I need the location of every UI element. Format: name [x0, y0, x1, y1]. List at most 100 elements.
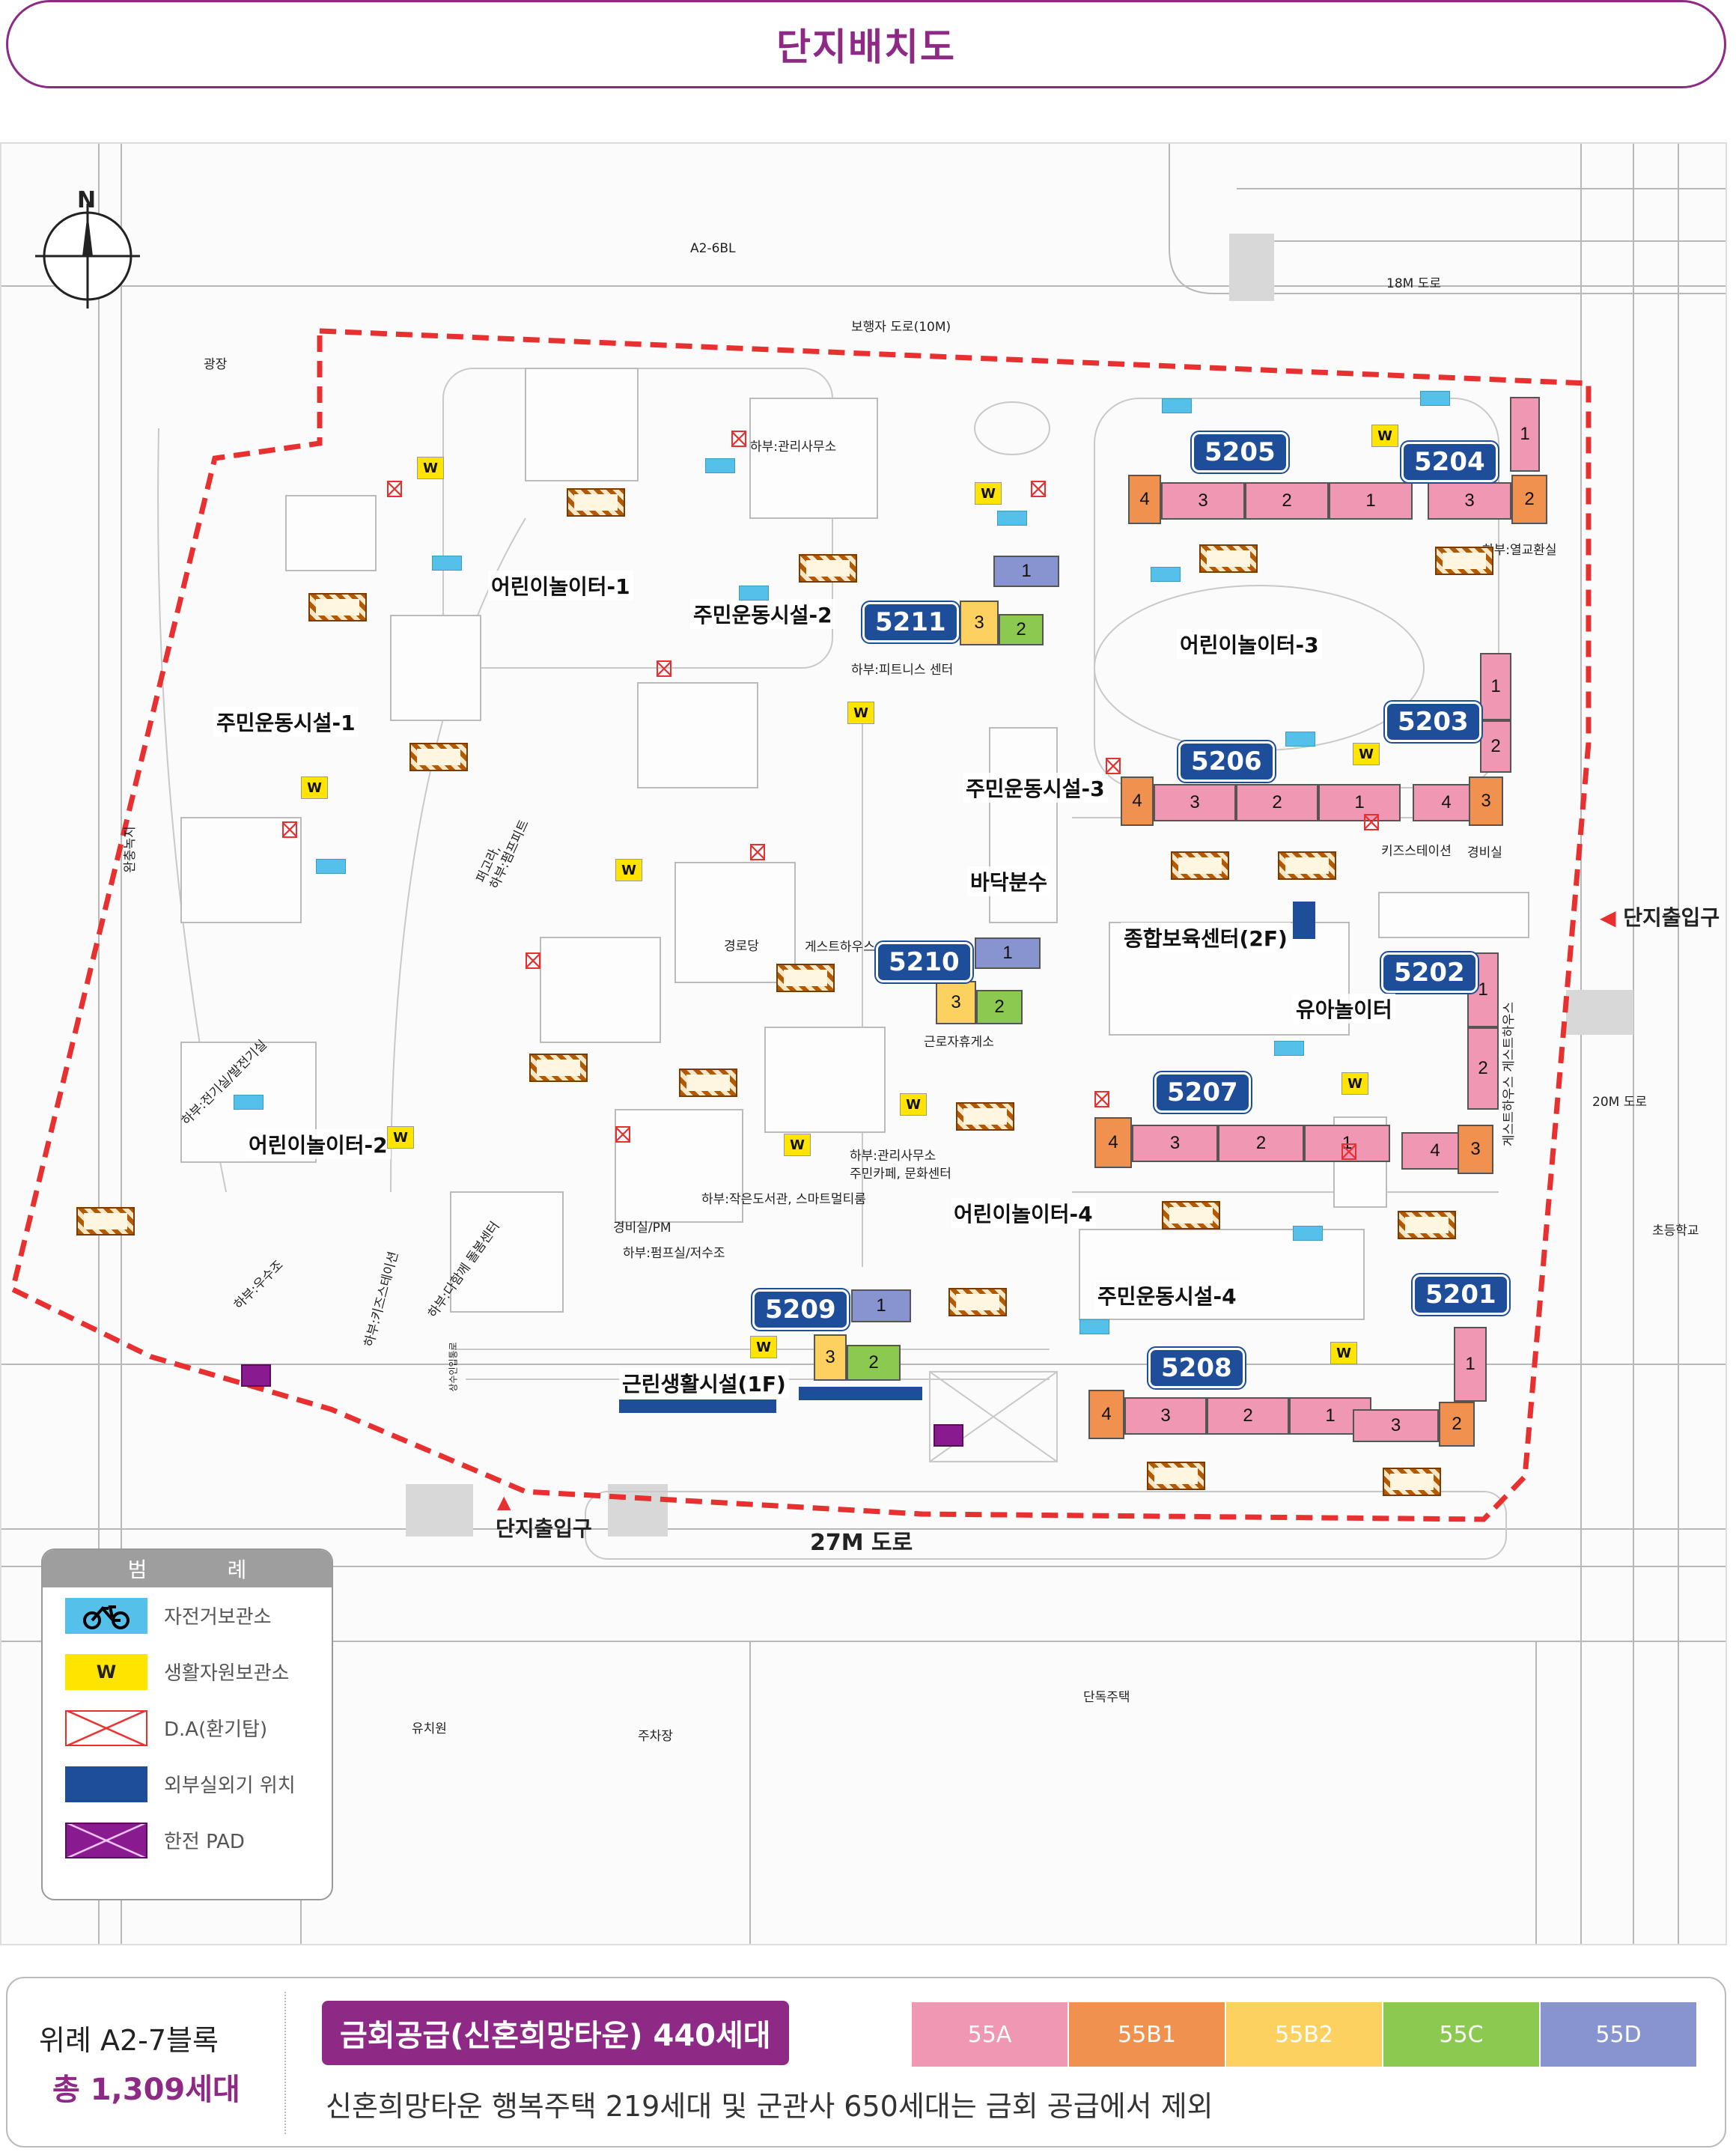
unit-5206-3: 3: [1154, 784, 1236, 821]
label-library: 하부:작은도서관, 스마트멀티룸: [701, 1192, 866, 1207]
legend-title-left: 범: [127, 1557, 147, 1582]
sign-board-icon: [776, 964, 835, 992]
legend-item: 한전 PAD: [43, 1812, 332, 1868]
legend-title-right: 례: [227, 1557, 247, 1582]
unit-5208-2b: 2: [1439, 1402, 1475, 1447]
bicycle-storage-icon: [316, 859, 346, 874]
recycle-storage-icon: W: [1353, 743, 1380, 765]
sign-board-icon: [1398, 1211, 1456, 1239]
label-toddler-playground: 유아놀이터: [1293, 994, 1395, 1024]
bicycle-storage-icon: [1285, 732, 1315, 747]
road-label-kindergarten: 유치원: [412, 1721, 447, 1736]
total-households: 총 1,309세대: [52, 2073, 240, 2107]
building-5202-tag[interactable]: 5202: [1381, 952, 1478, 993]
sign-board-icon: [799, 554, 857, 583]
page-title: 단지배치도: [776, 25, 956, 69]
sign-board-icon: [1435, 547, 1493, 575]
unit-5207-3: 3: [1132, 1125, 1218, 1162]
site-boundary: [9, 328, 1592, 1522]
road-label-parking: 주차장: [638, 1729, 673, 1744]
ventilation-tower-icon: [750, 844, 765, 860]
ventilation-tower-icon: [282, 821, 297, 838]
label-playground-4: 어린이놀이터-4: [951, 1198, 1096, 1228]
label-daycare: 종합보육센터(2F): [1121, 923, 1291, 952]
ventilation-tower-icon: [526, 952, 540, 969]
summary-footer: 위례 A2-7블록 총 1,309세대 금회공급(신혼희망타운) 440세대 5…: [6, 1977, 1726, 2148]
bicycle-storage-icon: [1293, 1226, 1323, 1241]
compass-rose: [35, 204, 140, 308]
entrance-east-arrow-icon: ◀: [1600, 905, 1624, 930]
unit-5211-1: 1: [993, 556, 1059, 587]
kepco-pad-icon: [65, 1822, 147, 1858]
entrance-south: 단지출입구: [496, 1516, 592, 1541]
building-5209-tag[interactable]: 5209: [752, 1289, 849, 1330]
ventilation-tower-icon: [657, 660, 671, 677]
kepco-pad-icon: [934, 1424, 963, 1447]
ventilation-tower-icon: [1106, 758, 1121, 774]
unit-5208-4: 4: [1088, 1390, 1124, 1439]
unit-5204-3: 3: [1428, 482, 1511, 520]
unit-5211-2: 2: [999, 614, 1044, 645]
sign-board-icon: [948, 1288, 1007, 1316]
bicycle-storage-icon: [1420, 391, 1450, 406]
sign-board-icon: [1199, 544, 1258, 573]
unit-5207-4: 4: [1094, 1117, 1132, 1168]
ventilation-tower-icon: [1094, 1091, 1109, 1107]
bicycle-storage-icon: [739, 586, 769, 601]
label-fitness-2: 주민운동시설-2: [690, 599, 835, 629]
unit-5210-2: 2: [976, 990, 1023, 1024]
legend-label: D.A(환기탑): [164, 1718, 268, 1741]
recycle-storage-icon: W: [1341, 1072, 1368, 1095]
building-5211-tag[interactable]: 5211: [862, 602, 959, 642]
north-label: N: [77, 187, 97, 213]
sign-board-icon: [76, 1207, 135, 1235]
building-5206-tag[interactable]: 5206: [1178, 741, 1275, 782]
unit-5210-3: 3: [936, 981, 976, 1024]
sign-board-icon: [1171, 851, 1229, 880]
label-fitness-1: 주민운동시설-1: [213, 707, 359, 737]
building-5210-tag[interactable]: 5210: [876, 942, 972, 982]
label-rest-area: 근로자휴게소: [924, 1035, 994, 1050]
bicycle-storage-icon: [705, 458, 735, 473]
unit-5209-3: 3: [814, 1334, 847, 1381]
building-5207-tag[interactable]: 5207: [1154, 1072, 1251, 1113]
building-5203-tag[interactable]: 5203: [1385, 702, 1481, 742]
building-5208-tag[interactable]: 5208: [1148, 1348, 1245, 1388]
unit-5208-3: 3: [1124, 1397, 1207, 1435]
ventilation-tower-icon: [1031, 481, 1046, 497]
building-5204-tag[interactable]: 5204: [1401, 442, 1498, 482]
label-floor-fountain: 바닥분수: [967, 866, 1051, 896]
bicycle-storage-icon: [1274, 1041, 1304, 1056]
unit-5206-1: 1: [1318, 784, 1401, 821]
legend-label: 외부실외기 위치: [164, 1775, 296, 1797]
unit-5208-2: 2: [1207, 1397, 1289, 1435]
outdoor-unit-bar: [619, 1399, 776, 1413]
road-label-18m: 18M 도로: [1386, 276, 1441, 291]
unit-5203-1: 1: [1480, 653, 1511, 720]
label-guesthouse-east: 게스트하우스 게스트하우스: [1502, 1001, 1517, 1147]
unit-5206-2: 2: [1236, 784, 1318, 821]
recycle-storage-icon: W: [615, 859, 642, 881]
bicycle-storage-icon: [997, 511, 1027, 526]
unit-5202-2: 2: [1467, 1027, 1499, 1110]
legend-item: 외부실외기 위치: [43, 1756, 332, 1812]
unit-5210-1: 1: [975, 937, 1041, 969]
kepco-pad-icon: [241, 1364, 271, 1387]
recycle-storage-icon: W: [417, 457, 444, 479]
unit-5205-3: 3: [1161, 482, 1245, 520]
label-water-supply: 상수인입통로: [448, 1342, 459, 1392]
unit-5205-2: 2: [1245, 482, 1329, 520]
type-swatch-55b1: 55B1: [1069, 2002, 1225, 2067]
building-5201-tag[interactable]: 5201: [1413, 1274, 1509, 1315]
sign-board-icon: [956, 1102, 1014, 1131]
building-5205-tag[interactable]: 5205: [1192, 432, 1288, 472]
label-fitness-4: 주민운동시설-4: [1094, 1280, 1240, 1310]
label-mgmt-cafe: 하부:관리사무소 주민카페, 문화센터: [850, 1149, 951, 1182]
sign-board-icon: [1147, 1462, 1205, 1490]
label-kids-station: 키즈스테이션: [1381, 844, 1452, 859]
sign-board-icon: [1383, 1468, 1441, 1496]
type-swatch-55a: 55A: [912, 2002, 1068, 2067]
bicycle-storage-icon: [234, 1095, 264, 1110]
label-guard: 경비실: [1467, 845, 1502, 860]
sign-board-icon: [679, 1069, 737, 1097]
